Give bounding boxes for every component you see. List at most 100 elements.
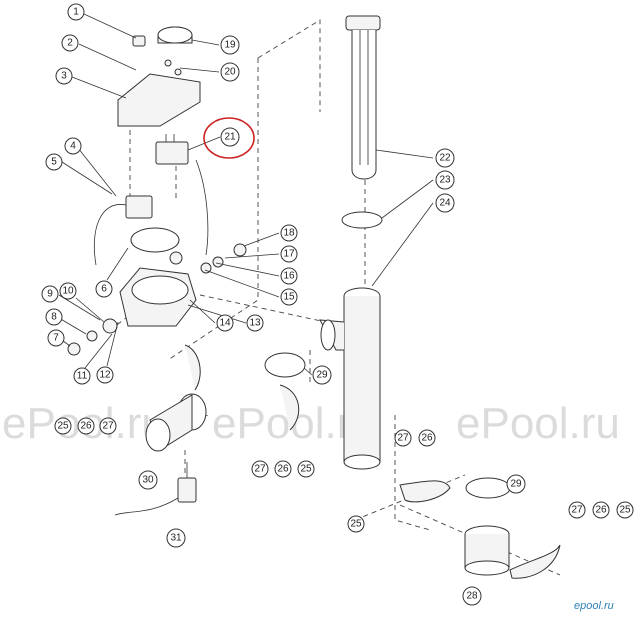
callout-number: 13 [249,318,261,329]
callout-bubble [220,62,240,82]
callout-25: 25 [347,515,365,533]
callout-5: 5 [45,153,63,171]
part-thermostat [93,159,209,266]
callout-number: 17 [283,249,295,260]
callout-7: 7 [47,329,65,347]
callout-bubble [274,460,292,478]
callout-8: 8 [45,308,63,326]
callout-bubble [61,34,79,52]
callout-bubble [138,470,158,490]
callout-bubble [45,308,63,326]
callout-bubble [67,3,85,21]
callout-18: 18 [280,224,298,242]
callout-9: 9 [41,285,59,303]
callout-number: 10 [62,286,74,297]
callout-number: 27 [102,421,114,432]
callout-27: 27 [568,501,586,519]
part-housing-cover [117,73,201,127]
callout-number: 18 [283,228,295,239]
callout-bubble [55,67,73,85]
part-union-sleeve [145,393,207,452]
callout-bubble [280,288,298,306]
callout-31: 31 [166,528,186,548]
callout-bubble [216,314,234,332]
part-union-socket [464,525,510,576]
callout-bubble [251,460,269,478]
callout-number: 26 [80,421,92,432]
callout-number: 15 [283,292,295,303]
callout-bubble [54,417,72,435]
watermark: ePool.ru [456,399,620,448]
callout-26: 26 [77,417,95,435]
callout-number: 29 [316,370,328,381]
callout-number: 27 [254,464,266,475]
callout-26: 26 [274,460,292,478]
callout-20: 20 [220,62,240,82]
callout-number: 4 [70,141,76,152]
callout-29: 29 [312,365,332,385]
callout-number: 29 [510,479,522,490]
callout-26: 26 [592,501,610,519]
callout-bubble [73,367,91,385]
callout-24: 24 [435,193,455,213]
callout-bubble [592,501,610,519]
part-screws [164,59,182,76]
part-sensor [114,462,197,516]
callout-bubble [435,170,455,190]
callout-bubble [99,417,117,435]
callout-bubble [59,282,77,300]
callout-15: 15 [280,288,298,306]
part-cap [132,35,146,47]
callout-bubble [47,329,65,347]
callout-number: 14 [219,318,231,329]
part-seal-disc [157,26,193,44]
callout-bubble [462,586,482,606]
callout-27: 27 [99,417,117,435]
callout-bubble [220,127,240,147]
callout-30: 30 [138,470,158,490]
callout-number: 9 [47,289,53,300]
callout-bubble [435,193,455,213]
callout-number: 25 [619,505,631,516]
callout-25: 25 [616,501,634,519]
callout-1: 1 [67,3,85,21]
callout-bubble [435,148,455,168]
callout-bubble [45,153,63,171]
callout-bubble [41,285,59,303]
callout-11: 11 [73,367,91,385]
callout-21: 21 [220,127,240,147]
callout-number: 16 [283,271,295,282]
callout-number: 23 [439,175,451,186]
callout-bubble [297,460,315,478]
callout-2: 2 [61,34,79,52]
callout-22: 22 [435,148,455,168]
callout-number: 6 [101,284,107,295]
part-seal-ring-left [264,352,306,378]
callout-4: 4 [64,137,82,155]
callout-17: 17 [280,245,298,263]
callout-number: 26 [421,433,433,444]
callout-27: 27 [394,429,412,447]
callout-number: 3 [61,71,67,82]
callout-29: 29 [506,474,526,494]
callout-number: 30 [142,475,154,486]
callout-bubble [77,417,95,435]
callout-number: 8 [51,312,57,323]
callout-25: 25 [54,417,72,435]
callout-number: 27 [397,433,409,444]
callout-bubble [418,429,436,447]
callout-bubble [246,314,264,332]
part-o-ring [341,211,383,229]
callout-6: 6 [95,280,113,298]
callout-number: 2 [67,38,73,49]
callout-bubble [616,501,634,519]
callout-bubble [312,365,332,385]
callout-bubble [64,137,82,155]
callout-bubble [96,366,114,384]
highlight-ring [203,117,255,159]
callout-25: 25 [297,460,315,478]
callout-16: 16 [280,267,298,285]
callout-bubble [220,35,240,55]
callout-number: 11 [77,371,88,382]
